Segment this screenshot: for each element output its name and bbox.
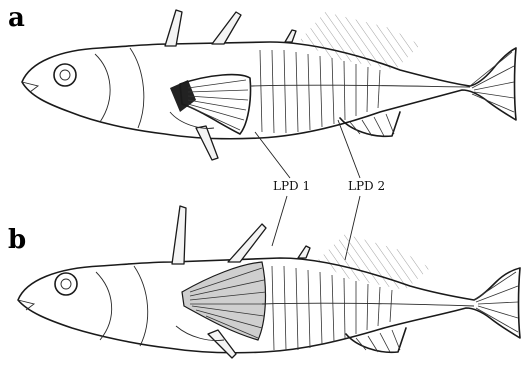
hatched-region-a — [300, 12, 420, 70]
dorsal-spine-3-b — [298, 246, 310, 258]
pelvic-girdle-a — [170, 112, 214, 128]
mouth-a — [22, 82, 38, 92]
pectoral-muscle-b — [182, 262, 265, 340]
dorsal-spine-2-b — [228, 224, 266, 262]
panel-b-label: b — [8, 225, 26, 255]
callouts: LPD 1 LPD 2 — [255, 120, 385, 260]
dorsal-spine-1-a — [165, 10, 182, 46]
gill-cover-b — [134, 266, 148, 346]
panel-a: a — [8, 3, 516, 160]
dorsal-spine-1-b — [172, 206, 186, 264]
lpd1-leader-b — [272, 196, 287, 246]
lpd2-label: LPD 2 — [348, 179, 385, 193]
caudal-fin-rays-a — [470, 52, 514, 112]
panel-a-label: a — [8, 3, 25, 33]
eye-b — [55, 273, 77, 295]
lpd2-leader-a — [338, 120, 360, 178]
pupil-a — [60, 70, 70, 80]
panel-b: b — [8, 206, 520, 358]
fish-body-a — [22, 42, 516, 139]
anal-fin-rays-b — [356, 330, 400, 352]
lpd1-label: LPD 1 — [273, 179, 310, 193]
pelvic-spine-a — [196, 126, 218, 160]
lpd1-leader-a — [255, 132, 290, 178]
hatched-region-b — [318, 234, 430, 290]
pelvic-spine-b — [208, 330, 236, 358]
pupil-b — [61, 279, 71, 289]
dorsal-spine-2-a — [212, 12, 241, 44]
dorsal-spine-3-a — [285, 30, 296, 42]
gill-cover-a — [130, 48, 144, 128]
operculum-a — [95, 54, 110, 122]
operculum-b — [96, 272, 112, 340]
eye-a — [54, 64, 76, 86]
anal-fin-rays-a — [350, 114, 394, 136]
